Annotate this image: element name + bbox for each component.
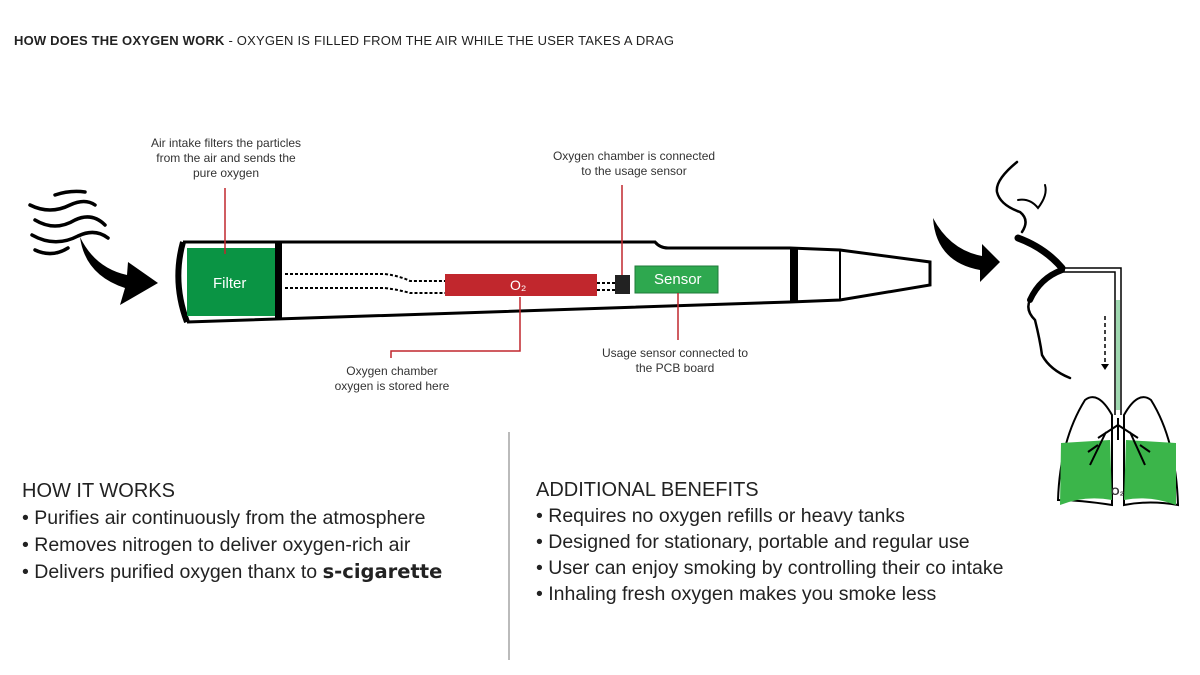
connector (615, 275, 630, 294)
flow-arrowhead-icon (1101, 364, 1109, 370)
o2-label: O₂ (510, 277, 527, 293)
filter-label: Filter (213, 275, 247, 292)
oxygen-flow (1116, 300, 1120, 410)
lungs-o2-label: O₂ (1111, 486, 1125, 498)
airway-tube (1063, 267, 1122, 415)
list-item: • Designed for stationary, portable and … (536, 531, 970, 553)
list-item: • Inhaling fresh oxygen makes you smoke … (536, 583, 937, 605)
lungs-icon (1056, 396, 1180, 507)
list-item: • Removes nitrogen to deliver oxygen-ric… (22, 534, 411, 556)
oxygen-chamber (445, 274, 597, 296)
exhale-arrow-icon (933, 218, 1000, 282)
filter-block (187, 248, 275, 316)
list-item: • User can enjoy smoking by controlling … (536, 557, 1004, 579)
brand-name: s-cigarette (322, 560, 443, 583)
how-it-works-heading: HOW IT WORKS (22, 480, 175, 502)
list-item: • Requires no oxygen refills or heavy ta… (536, 505, 905, 527)
page-title: HOW DOES THE OXYGEN WORK - OXYGEN IS FIL… (14, 33, 675, 48)
mouthpiece-band (790, 248, 798, 302)
face-profile-icon (995, 160, 1072, 380)
list-item: • Delivers purified oxygen thanx to s-ci… (22, 560, 443, 583)
usage-sensor (634, 265, 719, 294)
air-waves-icon (28, 189, 110, 256)
column-divider (508, 432, 510, 660)
callout-lines (224, 185, 679, 358)
sensor-label: Sensor (654, 271, 702, 288)
intake-arrow-icon (80, 237, 158, 305)
benefits-heading: ADDITIONAL BENEFITS (536, 479, 759, 501)
divider-band (275, 243, 282, 319)
list-item: • Purifies air continuously from the atm… (22, 507, 426, 529)
air-channel (285, 273, 615, 294)
